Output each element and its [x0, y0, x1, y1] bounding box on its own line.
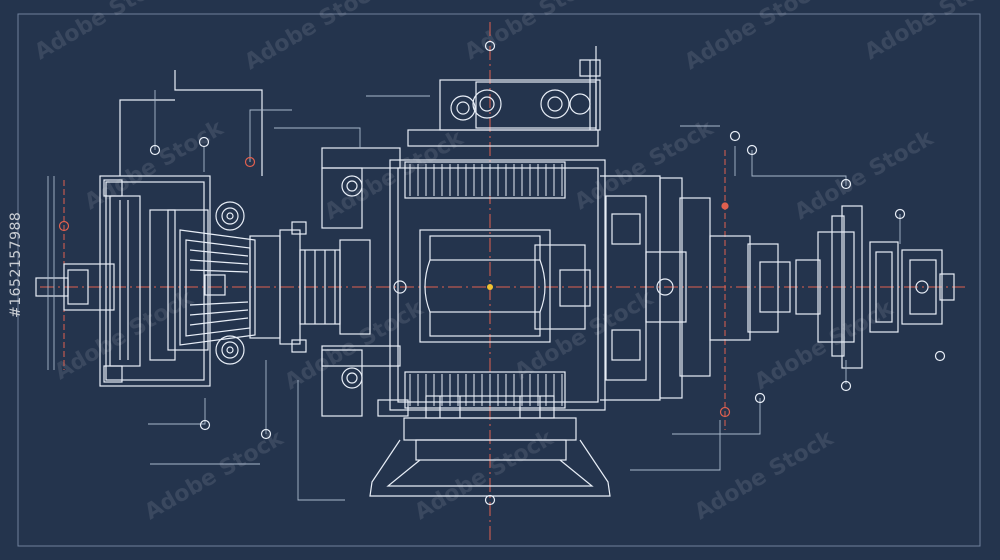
left-clamp-group [321, 147, 409, 417]
watermark-text: Adobe Stock [51, 285, 199, 385]
watermark-text: Adobe Stock [791, 125, 939, 225]
watermark-text: Adobe Stock [681, 0, 829, 75]
watermark-text: Adobe Stock [461, 0, 609, 65]
coupling-gears [279, 221, 371, 353]
watermark-text: Adobe Stock [861, 0, 1000, 65]
right-disc-assembly [795, 205, 955, 369]
left-flange-housing [35, 70, 263, 387]
right-end-cap [600, 175, 791, 401]
watermark-text: Adobe Stock [281, 295, 429, 395]
drawing-frame [17, 13, 981, 547]
watermark-text: Adobe Stock [31, 0, 179, 65]
main-cylinder [389, 159, 606, 411]
leader-lines [47, 90, 901, 501]
watermark-text: Adobe Stock [321, 125, 469, 225]
watermark-text: Adobe Stock [241, 0, 389, 75]
watermark-text: Adobe Stock [141, 425, 289, 525]
stock-id-label: #1652157988 [8, 211, 24, 318]
watermark-text: Adobe Stock [691, 425, 839, 525]
cooling-fins [409, 164, 563, 406]
center-marker [487, 284, 493, 290]
left-bearings [215, 201, 245, 365]
upper-gearbox [407, 46, 601, 147]
callout-circles [58, 40, 946, 506]
